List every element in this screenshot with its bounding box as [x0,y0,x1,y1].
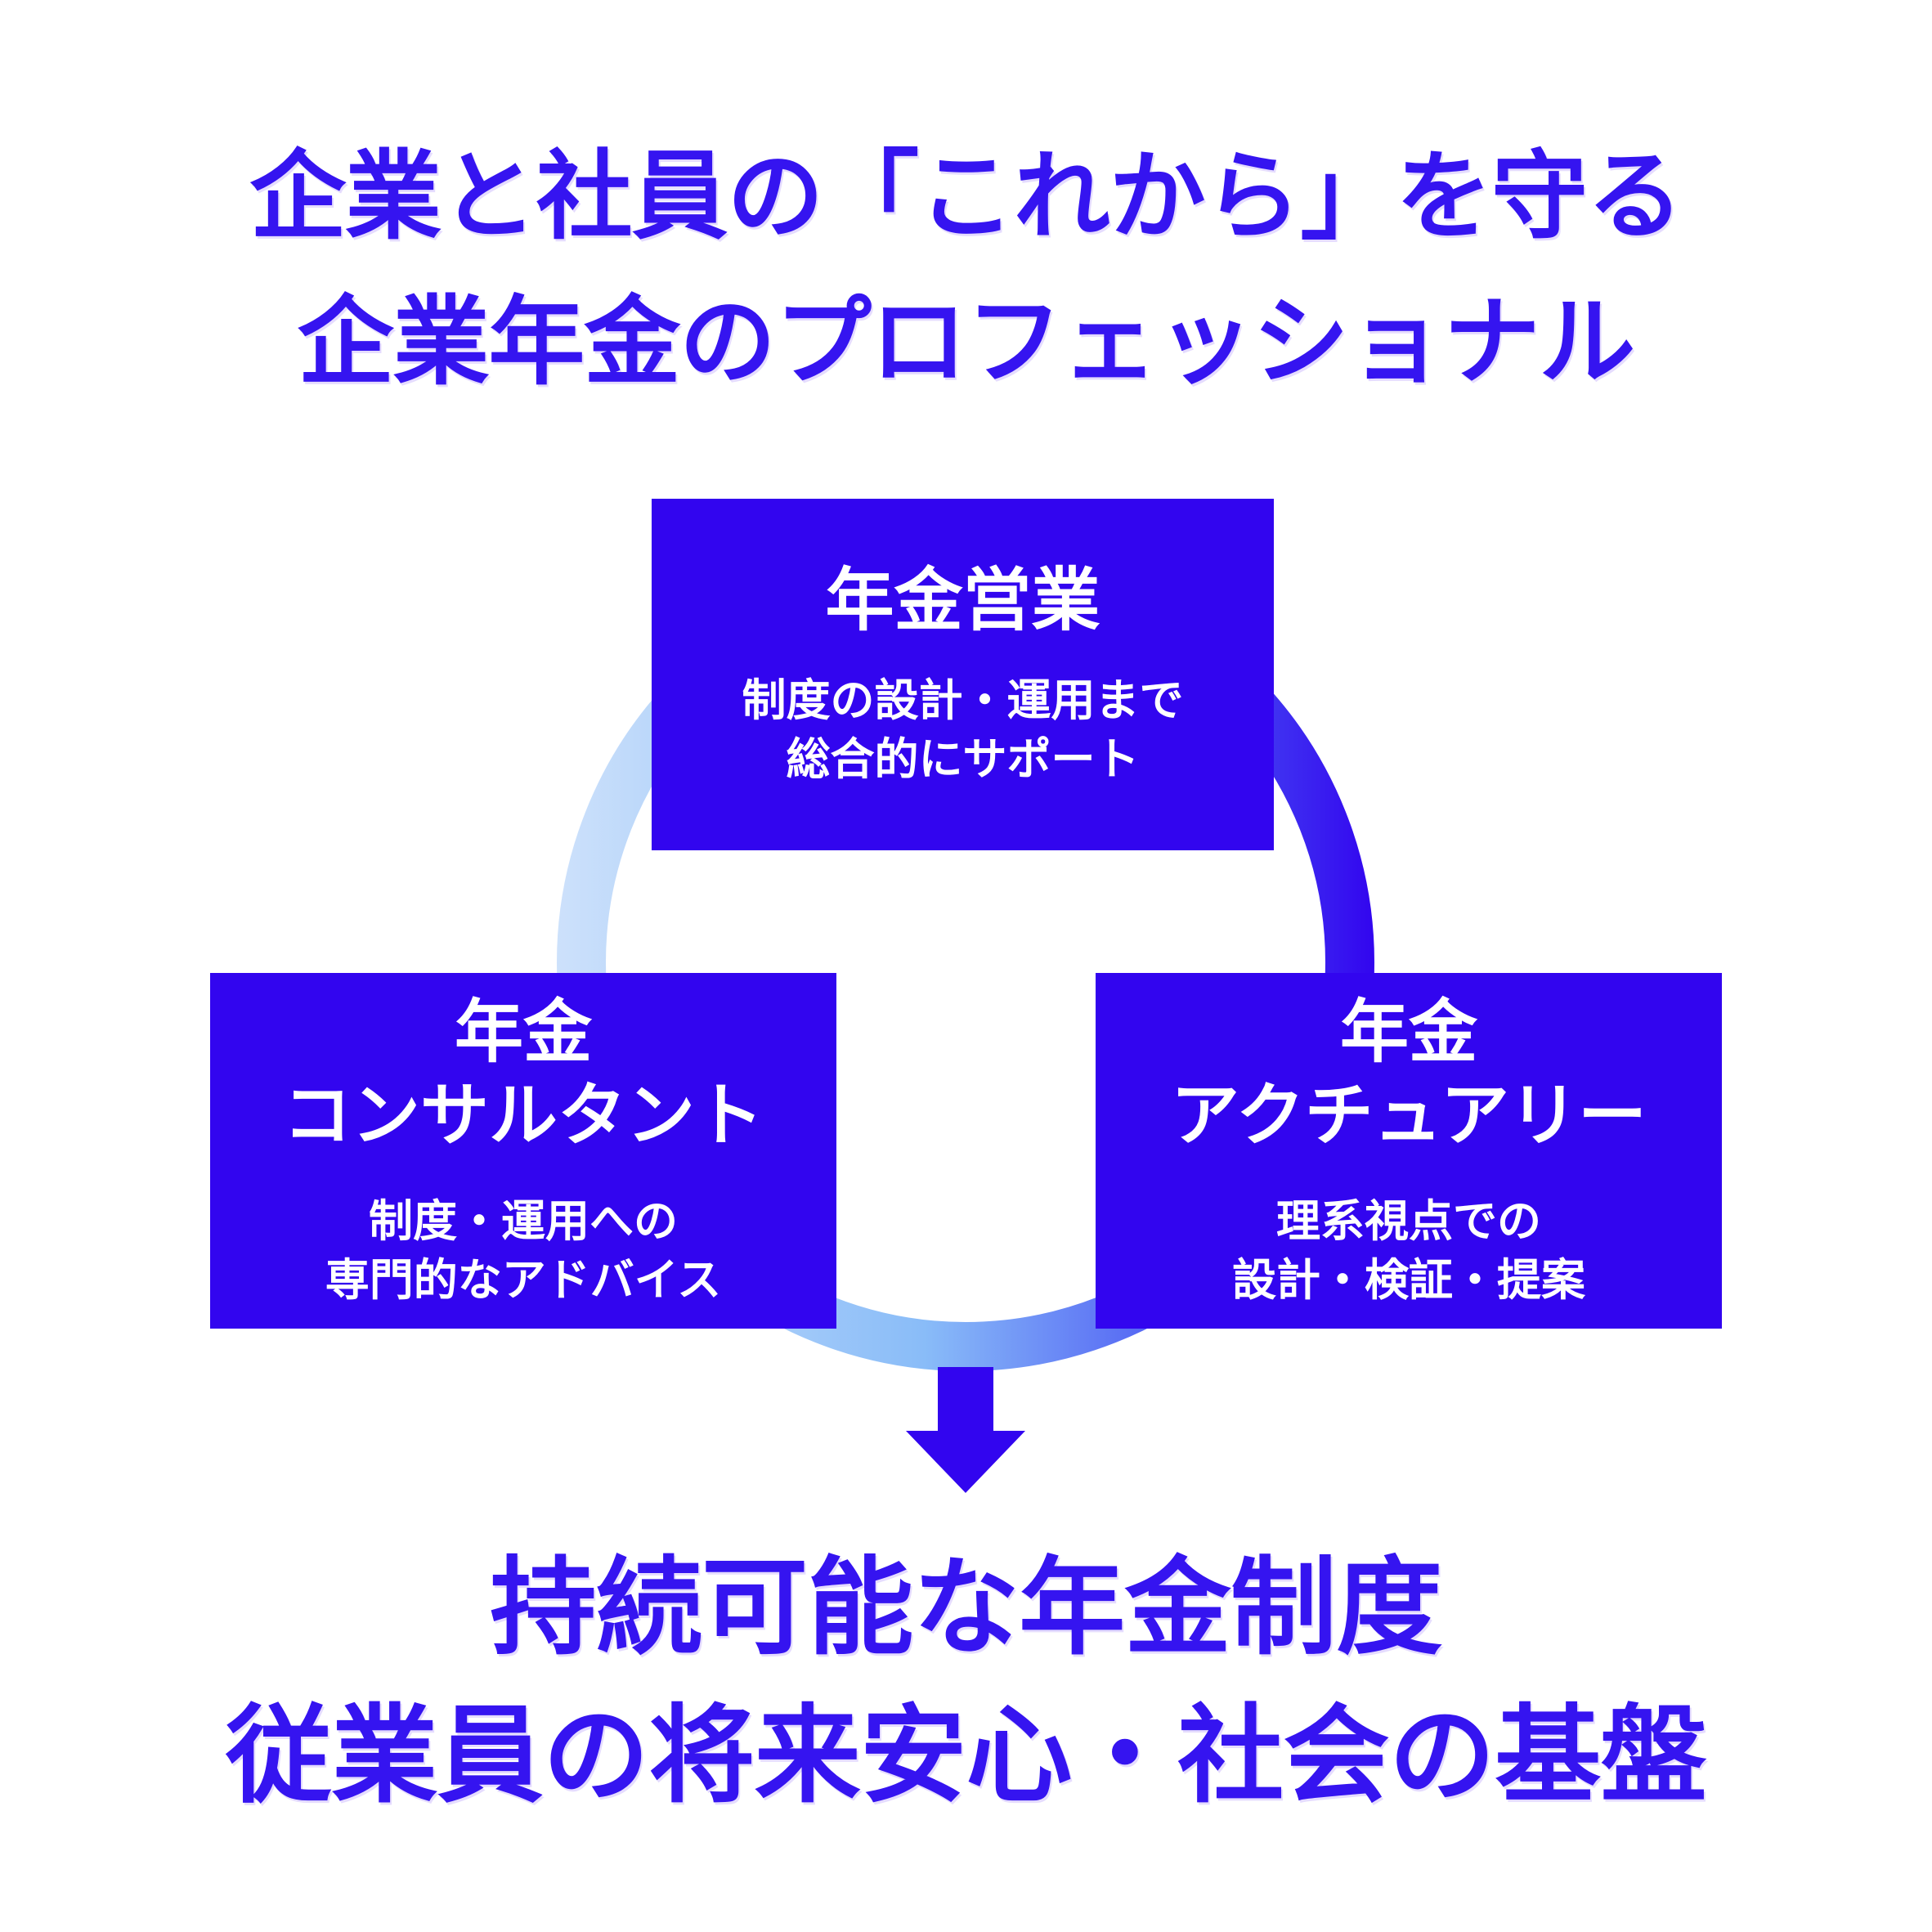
node-pension-sales-title: 年金営業 [825,562,1100,639]
node-pension-consultant-desc: 制度・運用への 専門的なアドバイス [325,1193,721,1311]
node-pension-actuary: 年金 アクチュアリー 理系視点での 設計・検証・提案 [1096,973,1722,1329]
node-pension-sales-desc-line-2: 総合的にサポート [786,734,1140,784]
outcome-line-1: 持続可能な年金制度 [490,1548,1442,1667]
node-pension-consultant: 年金 コンサルタント 制度・運用への 専門的なアドバイス [210,973,836,1329]
node-pension-actuary-desc-line-1: 理系視点での [1276,1197,1541,1247]
page-title: 企業と社員の「これから」を守る 企業年金のプロフェッショナル [0,124,1932,415]
page-title-line-2: 企業年金のプロフェッショナル [297,289,1636,397]
node-pension-sales: 年金営業 制度の設計・運用まで 総合的にサポート [652,499,1274,850]
page-title-line-1: 企業と社員の「これから」を守る [249,143,1683,251]
outcome-line-2: 従業員の将来安心・社会の基盤 [226,1696,1707,1815]
node-pension-sales-desc: 制度の設計・運用まで 総合的にサポート [742,672,1184,790]
node-pension-actuary-title-line-2: アクチュアリー [1170,1076,1647,1154]
node-pension-sales-desc-line-1: 制度の設計・運用まで [742,676,1184,725]
node-pension-consultant-desc-line-2: 専門的なアドバイス [325,1256,722,1306]
node-pension-actuary-desc-line-2: 設計・検証・提案 [1232,1256,1585,1306]
node-pension-consultant-title-line-2: コンサルタント [282,1076,764,1154]
outcome-text: 持続可能な年金制度 従業員の将来安心・社会の基盤 [0,1534,1932,1830]
node-pension-consultant-title-line-1: 年金 [454,993,592,1071]
node-pension-actuary-desc: 理系視点での 設計・検証・提案 [1232,1193,1585,1311]
node-pension-actuary-title: 年金 アクチュアリー [1171,991,1647,1157]
node-pension-actuary-title-line-1: 年金 [1339,993,1477,1071]
node-pension-consultant-title: 年金 コンサルタント [283,991,764,1157]
down-arrow-icon [906,1367,1025,1493]
node-pension-consultant-desc-line-1: 制度・運用への [368,1197,678,1247]
